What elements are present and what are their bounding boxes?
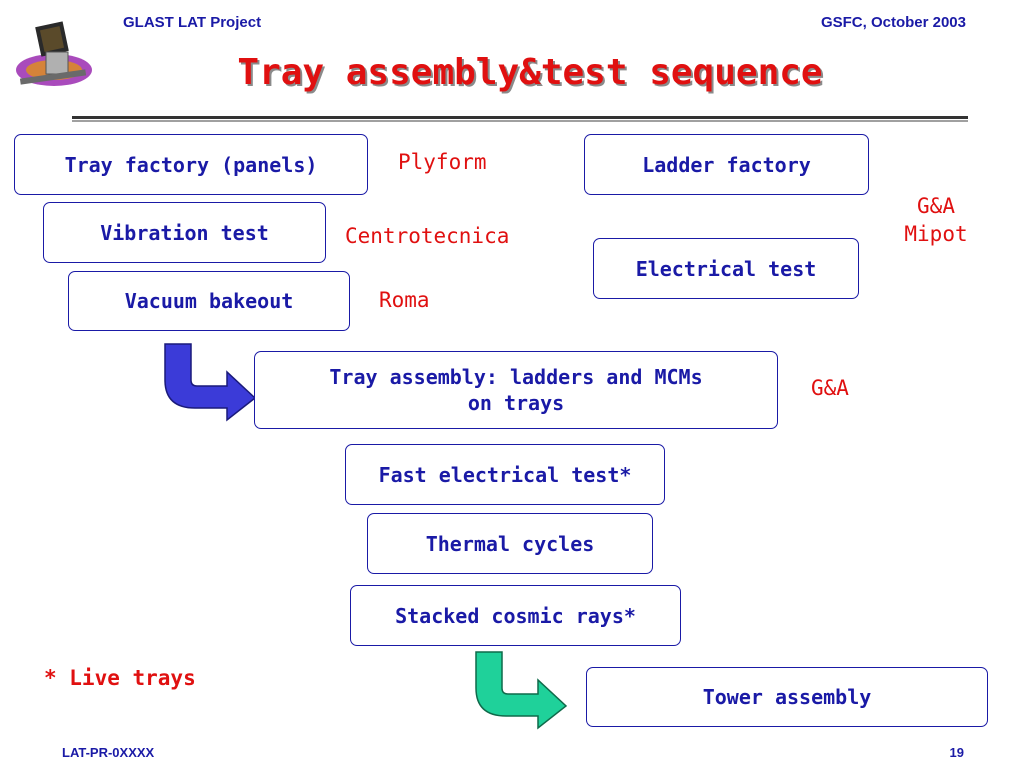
vendor-ga-mipot-line1: G&A [917, 194, 955, 218]
ladder-factory-label: Ladder factory [642, 152, 811, 177]
flow-arrow-icon [164, 343, 257, 422]
vibration-test-box: Vibration test [43, 202, 326, 263]
fast-electrical-test-label: Fast electrical test* [378, 462, 632, 487]
vendor-ga-mipot-line2: Mipot [904, 222, 968, 247]
thermal-cycles-label: Thermal cycles [425, 531, 595, 556]
fast-electrical-test-box: Fast electrical test* [345, 444, 665, 505]
tray-assembly-box: Tray assembly: ladders and MCMs on trays [254, 351, 778, 429]
slide-title: Tray assembly&test sequence [237, 52, 823, 93]
vendor-ga: G&A [811, 376, 849, 400]
vacuum-bakeout-box: Vacuum bakeout [68, 271, 350, 331]
glast-logo [8, 14, 104, 96]
event-date: GSFC, October 2003 [820, 14, 966, 31]
tray-factory-label: Tray factory (panels) [64, 152, 318, 177]
tower-assembly-label: Tower assembly [702, 685, 872, 709]
tray-assembly-label-line2: on trays [467, 391, 565, 415]
flow-arrow-green-icon [475, 651, 568, 730]
vacuum-bakeout-label: Vacuum bakeout [124, 289, 294, 313]
tower-assembly-box: Tower assembly [586, 667, 988, 727]
title-rule-shadow [72, 120, 968, 122]
vendor-roma: Roma [379, 288, 430, 312]
vendor-plyform: Plyform [398, 150, 487, 174]
vibration-test-label: Vibration test [100, 220, 269, 245]
stacked-cosmic-rays-label: Stacked cosmic rays* [395, 603, 636, 628]
ladder-factory-box: Ladder factory [584, 134, 869, 195]
vendor-centrotecnica: Centrotecnica [345, 224, 510, 248]
stacked-cosmic-rays-box: Stacked cosmic rays* [350, 585, 681, 646]
vendor-ga-mipot: G&A Mipot [896, 192, 976, 249]
page-number: 19 [949, 745, 964, 760]
tray-assembly-label-line1: Tray assembly: ladders and MCMs [329, 365, 703, 389]
tray-factory-box: Tray factory (panels) [14, 134, 368, 195]
doc-id: LAT-PR-0XXXX [62, 745, 155, 760]
title-rule [72, 116, 968, 119]
thermal-cycles-box: Thermal cycles [367, 513, 653, 574]
live-trays-note: * Live trays [44, 666, 196, 690]
electrical-test-label: Electrical test [635, 256, 817, 281]
project-name: GLAST LAT Project [123, 14, 262, 31]
electrical-test-box: Electrical test [593, 238, 859, 299]
